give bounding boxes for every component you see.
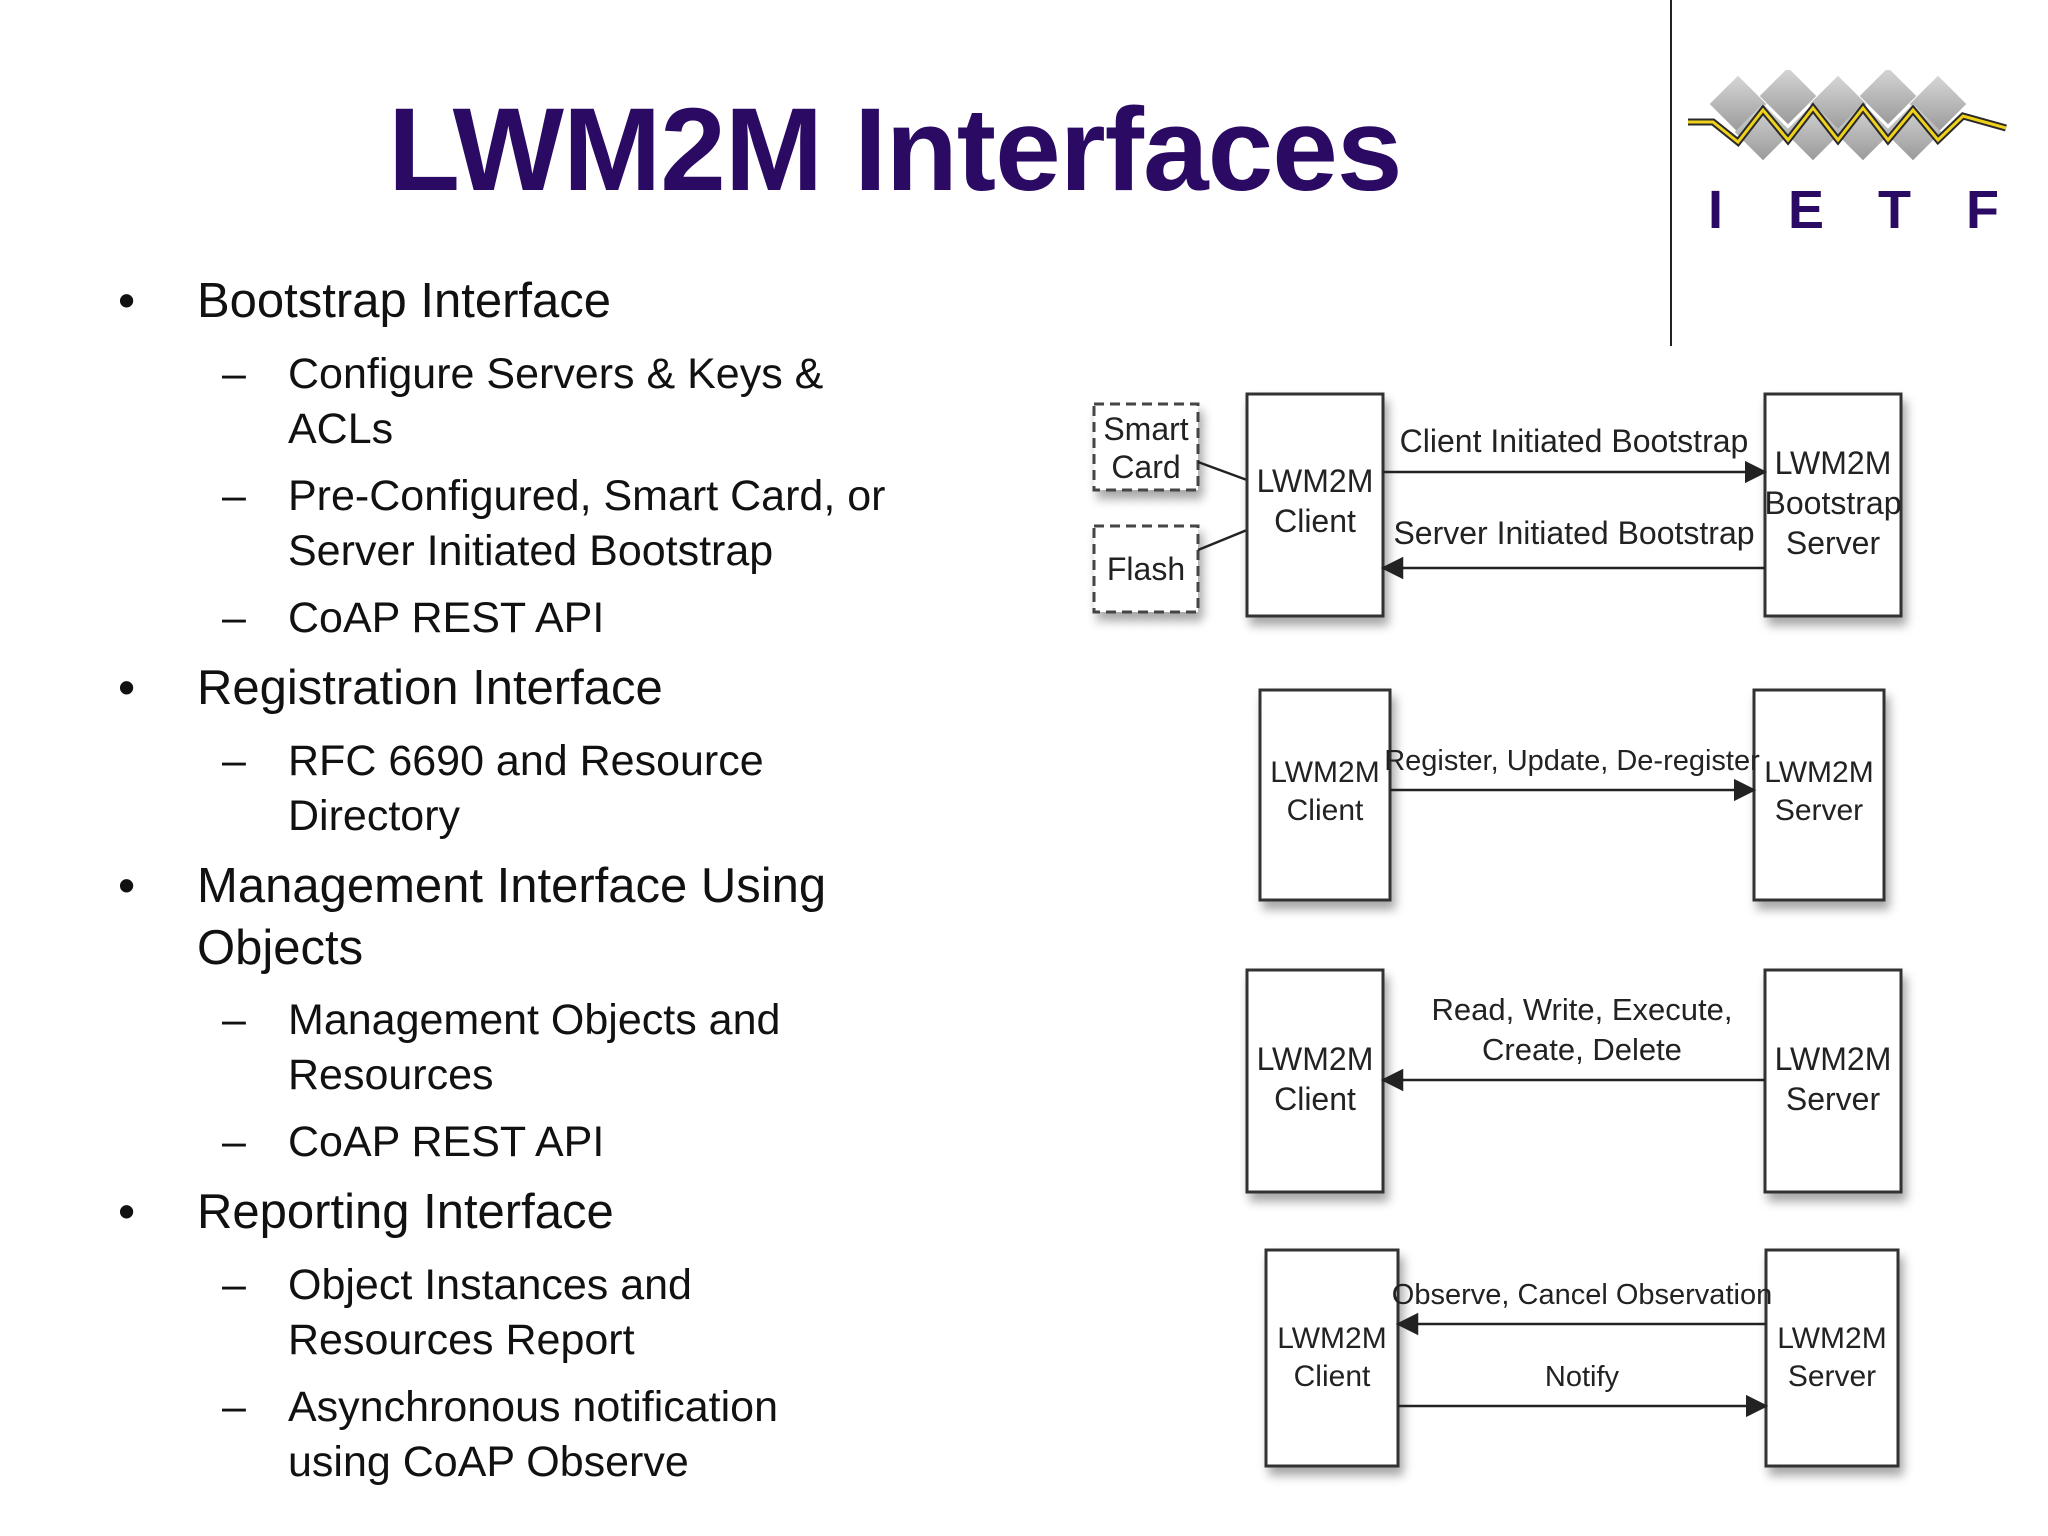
ietf-logo: I E T F (1688, 70, 2007, 240)
flash-label: Flash (1107, 551, 1185, 587)
sub-bullet-text: Object Instances and (288, 1261, 692, 1309)
dash-mark: – (222, 1383, 246, 1431)
arrow-label: Register, Update, De-register (1384, 745, 1760, 777)
sub-bullet-text: ACLs (288, 405, 394, 453)
flash-box (1092, 524, 1200, 614)
bullet-text: Bootstrap Interface (197, 274, 612, 328)
client-label: LWM2M (1257, 463, 1374, 499)
client-label: LWM2M (1277, 1322, 1386, 1355)
sub-bullet-text: Pre-Configured, Smart Card, or (288, 472, 886, 520)
arrow-label: Server Initiated Bootstrap (1393, 515, 1754, 551)
server-label: Bootstrap (1765, 485, 1902, 521)
server-label: Server (1786, 1081, 1881, 1117)
arrow-label: Notify (1545, 1361, 1620, 1393)
dash-mark: – (222, 472, 246, 520)
sub-bullet-text: Directory (288, 792, 461, 840)
dash-mark: – (222, 1261, 246, 1309)
logo-tiles (1709, 70, 1967, 161)
bootstrap-server-box (1763, 392, 1903, 618)
bootstrap-diagram: Smart Card Flash LWM2M Client LWM2M Boot… (1092, 392, 1903, 618)
dash-mark: – (222, 350, 246, 398)
sub-bullet-text: Resources Report (288, 1316, 635, 1364)
logo-letter: I (1708, 180, 1723, 240)
smart-card-box (1092, 402, 1200, 492)
header-divider (1670, 0, 1672, 346)
bullet-mark: • (118, 661, 136, 715)
registration-client-box (1258, 688, 1392, 902)
client-label: Client (1274, 1081, 1356, 1117)
sub-bullet-text: Management Objects and (288, 996, 781, 1044)
server-label: Server (1775, 794, 1863, 827)
bullet-text: Registration Interface (197, 661, 663, 715)
server-label: LWM2M (1777, 1322, 1886, 1355)
slide-title: LWM2M Interfaces (388, 84, 1402, 216)
registration-diagram: LWM2M Client LWM2M Server Register, Upda… (1258, 688, 1886, 902)
dash-mark: – (222, 996, 246, 1044)
dash-mark: – (222, 594, 246, 642)
bullet-list: • Bootstrap Interface – Configure Server… (0, 0, 1020, 1536)
client-label: Client (1294, 1360, 1371, 1393)
arrow-label: Read, Write, Execute, (1432, 992, 1733, 1027)
logo-letter: E (1788, 180, 1824, 240)
sub-bullet-text: CoAP REST API (288, 594, 605, 642)
client-label: Client (1274, 503, 1356, 539)
smart-card-label: Smart (1103, 411, 1188, 447)
server-label: LWM2M (1764, 756, 1873, 789)
client-label: Client (1287, 794, 1364, 827)
server-label: Server (1786, 525, 1881, 561)
arrow-label: Create, Delete (1482, 1032, 1682, 1067)
reporting-client-box (1264, 1248, 1400, 1468)
client-label: LWM2M (1257, 1041, 1374, 1077)
sub-bullet-text: RFC 6690 and Resource (288, 737, 764, 785)
bullet-text: Management Interface Using (197, 859, 827, 913)
server-label: Server (1788, 1360, 1876, 1393)
dash-mark: – (222, 1118, 246, 1166)
registration-server-box (1752, 688, 1886, 902)
management-diagram: LWM2M Client LWM2M Server Read, Write, E… (1245, 968, 1903, 1194)
sub-bullet-text: Server Initiated Bootstrap (288, 527, 774, 575)
bullet-mark: • (118, 274, 136, 328)
arrow-label: Client Initiated Bootstrap (1400, 423, 1749, 459)
sub-bullet-text: using CoAP Observe (288, 1438, 689, 1486)
sub-bullet-text: Asynchronous notification (288, 1383, 779, 1431)
sub-bullet-text: CoAP REST API (288, 1118, 605, 1166)
bullet-text: Reporting Interface (197, 1185, 614, 1239)
reporting-server-box (1764, 1248, 1900, 1468)
bullet-mark: • (118, 859, 136, 913)
bullet-text: Objects (197, 921, 364, 975)
logo-letter: F (1966, 180, 1999, 240)
logo-letters: I E T F (1708, 180, 1999, 240)
sub-bullet-text: Configure Servers & Keys & (288, 350, 824, 398)
server-label: LWM2M (1775, 445, 1892, 481)
sub-bullet-text: Resources (288, 1051, 494, 1099)
arrow-label: Observe, Cancel Observation (1392, 1279, 1772, 1311)
reporting-diagram: LWM2M Client LWM2M Server Observe, Cance… (1264, 1248, 1900, 1468)
client-label: LWM2M (1270, 756, 1379, 789)
smart-card-label: Card (1111, 449, 1180, 485)
logo-letter: T (1878, 180, 1911, 240)
server-label: LWM2M (1775, 1041, 1892, 1077)
interfaces-diagram: Smart Card Flash LWM2M Client LWM2M Boot… (1092, 392, 1903, 1468)
bootstrap-client-box (1245, 392, 1385, 618)
bullet-mark: • (118, 1185, 136, 1239)
dash-mark: – (222, 737, 246, 785)
